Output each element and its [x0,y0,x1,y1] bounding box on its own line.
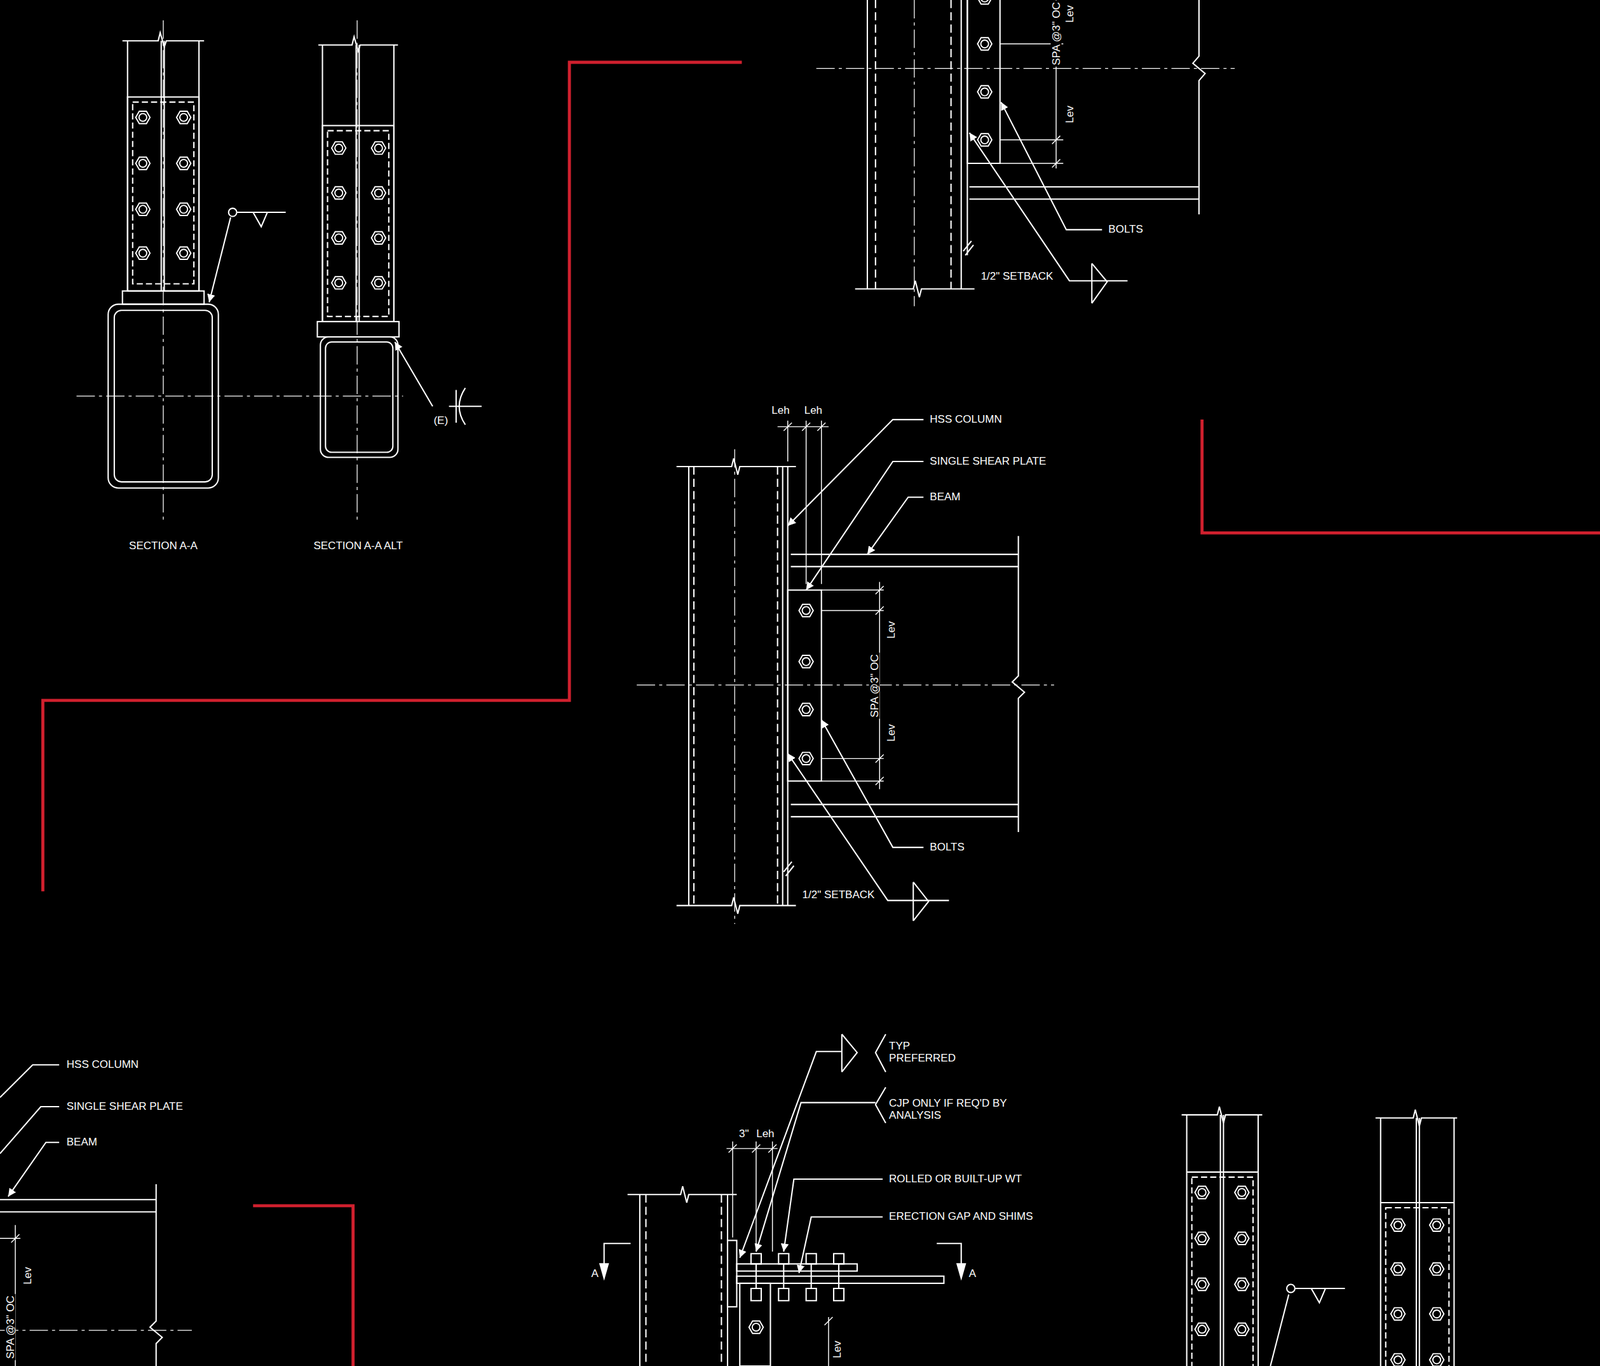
dimension-text: Lev [885,722,896,743]
dimension-text: Lev [22,1265,34,1286]
dimension-text: SPA @3" OC [1050,0,1062,67]
dimension-text: Leh [803,404,824,417]
dimension-text: Lev [1063,104,1075,124]
weld-note: (E) [432,414,450,428]
leader-label: HSS COLUMN [928,413,1003,426]
leader-label: BOLTS [1106,223,1144,237]
dimension-text: Leh [770,404,791,417]
leader-label: BOLTS [928,840,966,854]
leader-label: ROLLED OR BUILT-UP WT [887,1172,1024,1186]
leader-label: 1/2" SETBACK [801,888,877,902]
dimension-text: Lev [831,1338,842,1359]
section-mark: A [590,1267,600,1280]
weld-note: TYP PREFERRED [887,1039,966,1065]
leader-label: HSS COLUMN [65,1057,140,1071]
section-title: SECTION A-A ALT [311,539,404,553]
weld-note: CJP ONLY IF REQ'D BY ANALYSIS [887,1096,1015,1122]
leader-label: SINGLE SHEAR PLATE [65,1099,185,1113]
dimension-text: SPA @3" OC [869,652,881,719]
leader-label: 1/2" SETBACK [979,270,1055,283]
dimension-text: SPA @3" OC [5,1293,16,1360]
leader-label: BEAM [928,490,962,504]
dimension-text: Leh [754,1127,776,1140]
leader-label: SINGLE SHEAR PLATE [928,454,1048,468]
dimension-text: 3" [737,1127,751,1140]
section-title: SECTION A-A [127,539,199,553]
section-mark: A [967,1267,978,1280]
leader-label: BEAM [65,1135,99,1149]
leader-label: ERECTION GAP AND SHIMS [887,1209,1034,1223]
dimension-text: Lev [885,619,896,640]
dimension-text: Lev [1063,4,1075,25]
